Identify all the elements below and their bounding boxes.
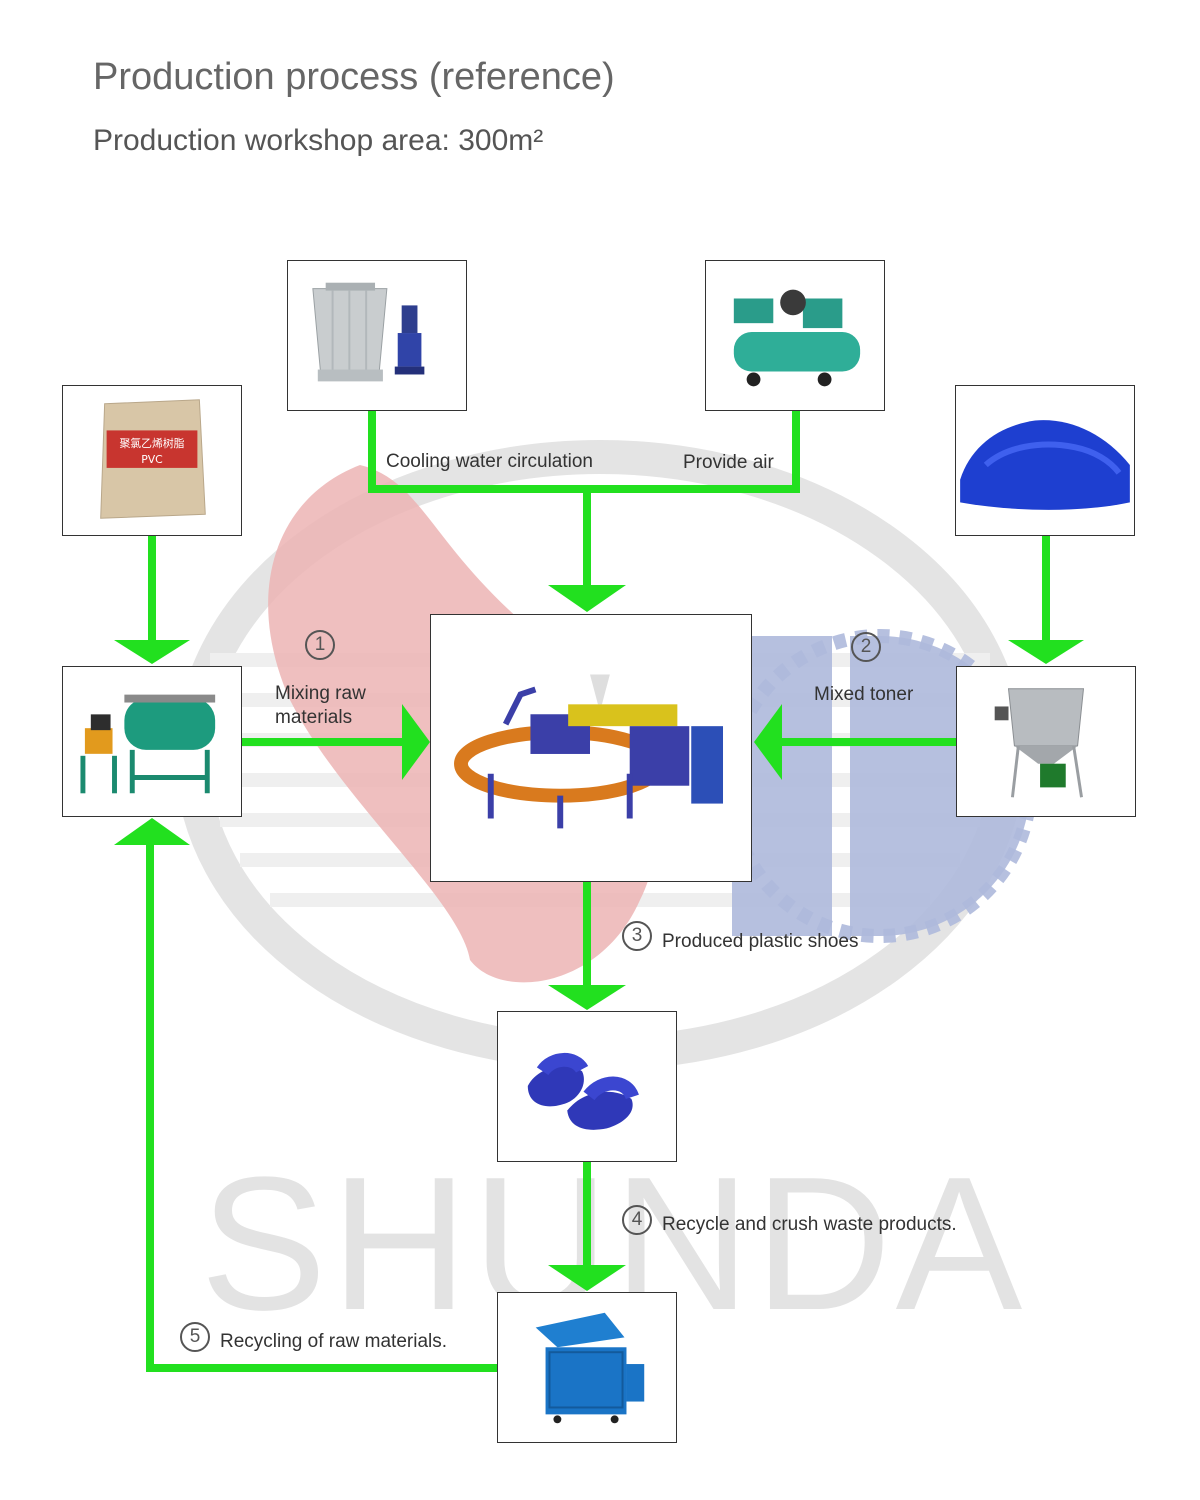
blue-toner-image bbox=[955, 385, 1135, 536]
bag-label: 聚氯乙烯树脂 bbox=[119, 436, 184, 450]
step1-number: 1 bbox=[305, 630, 335, 660]
step2-number: 2 bbox=[851, 632, 881, 662]
step1-label-line2: materials bbox=[275, 707, 353, 728]
page-title: Production process (reference) bbox=[93, 56, 615, 98]
cooling-tower-image bbox=[287, 260, 467, 411]
air-compressor-image bbox=[705, 260, 885, 411]
crusher-image bbox=[497, 1292, 677, 1443]
step3-number: 3 bbox=[622, 921, 652, 951]
mixer-machine-image bbox=[62, 666, 242, 817]
cooling-water-label: Cooling water circulation bbox=[386, 451, 593, 472]
bag-pvc-label: PVC bbox=[141, 453, 163, 466]
step4-number: 4 bbox=[622, 1205, 652, 1235]
pvc-bag-image: 聚氯乙烯树脂 PVC bbox=[62, 385, 242, 536]
page-subtitle: Production workshop area: 300m² bbox=[93, 124, 544, 157]
step3-label: Produced plastic shoes bbox=[662, 931, 859, 952]
injection-machine-image bbox=[430, 614, 752, 882]
slippers-image bbox=[497, 1011, 677, 1162]
vertical-mixer-image bbox=[956, 666, 1136, 817]
provide-air-label: Provide air bbox=[683, 452, 774, 473]
step5-label: Recycling of raw materials. bbox=[220, 1331, 448, 1352]
step2-label: Mixed toner bbox=[814, 684, 914, 705]
step1-label-line1: Mixing raw bbox=[275, 683, 366, 704]
step4-label: Recycle and crush waste products. bbox=[662, 1214, 957, 1235]
step5-number: 5 bbox=[180, 1322, 210, 1352]
